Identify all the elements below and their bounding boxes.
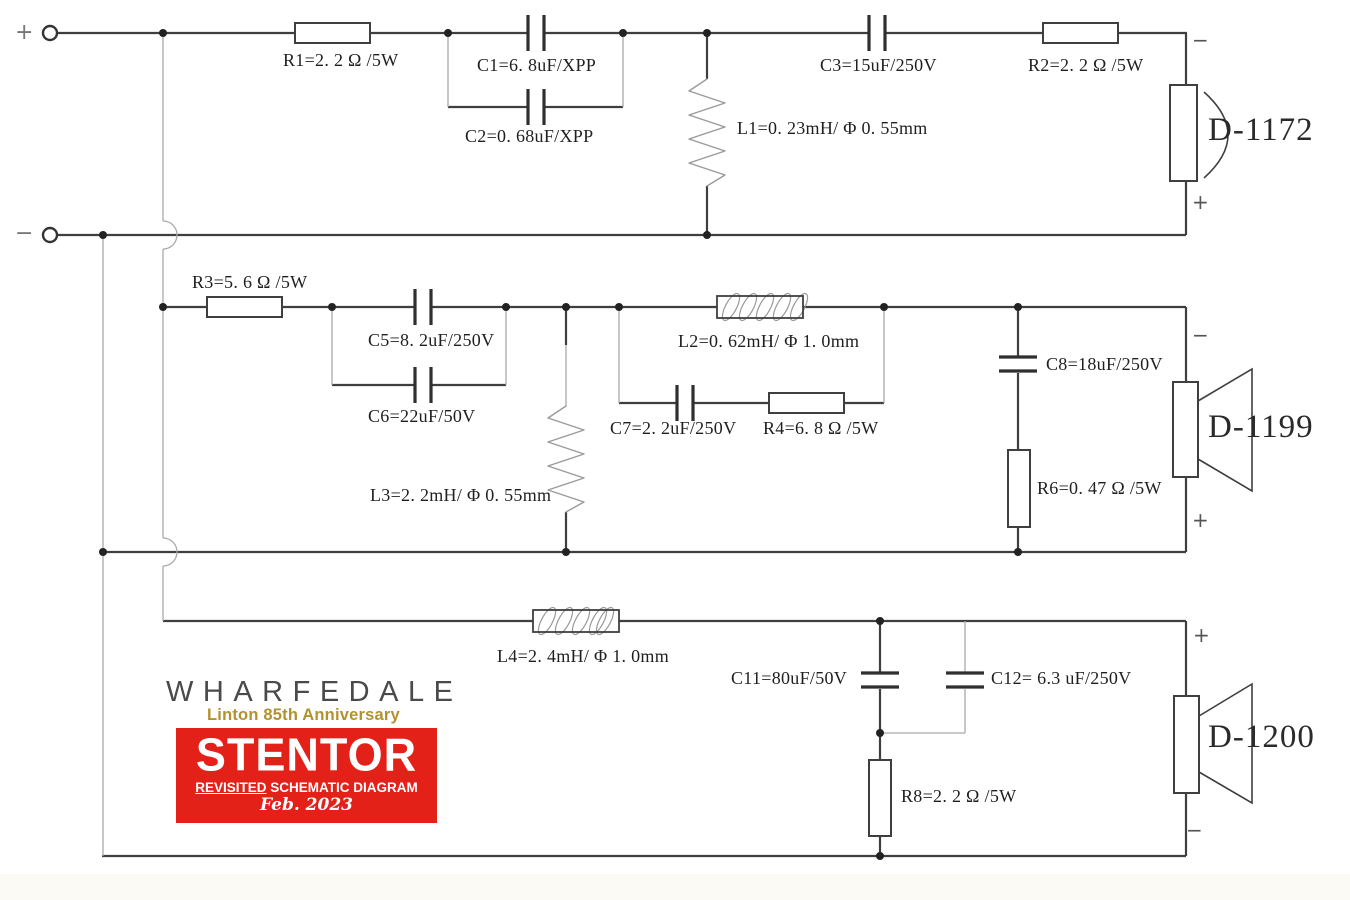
- label-R3: R3=5. 6 Ω /5W: [192, 272, 308, 292]
- label-L1: L1=0. 23mH/ Φ 0. 55mm: [737, 118, 928, 138]
- input-minus-mark: −: [15, 221, 34, 246]
- bottom-edge-artifact-strip: [0, 874, 1350, 900]
- capacitor-plates: [413, 15, 1037, 689]
- label-R2: R2=2. 2 Ω /5W: [1028, 55, 1144, 75]
- capacitor-C11: [861, 671, 899, 689]
- badge-title: STENTOR: [195, 728, 418, 781]
- tweeter-label: D-1172: [1208, 112, 1314, 148]
- input-plus-mark: +: [15, 20, 34, 45]
- input-negative-terminal: [41, 226, 59, 244]
- label-C12: C12= 6.3 uF/250V: [991, 668, 1132, 688]
- tweeter-D-1172-symbol: [1169, 84, 1229, 182]
- label-R6: R6=0. 47 Ω /5W: [1037, 478, 1162, 498]
- junction-dots: [99, 29, 1022, 860]
- capacitor-C7: [675, 385, 695, 421]
- label-C7: C7=2. 2uF/250V: [610, 418, 737, 438]
- midrange-label: D-1199: [1208, 409, 1314, 445]
- tweeter-minus-mark: −: [1192, 28, 1209, 52]
- resistor-R2-body: [1042, 22, 1119, 44]
- label-C5: C5=8. 2uF/250V: [368, 330, 495, 350]
- wire-hop-2: [162, 537, 178, 567]
- label-R1: R1=2. 2 Ω /5W: [283, 50, 399, 70]
- badge-subtitle-rest: SCHEMATIC DIAGRAM: [266, 780, 418, 795]
- inductor-L1-coil: [688, 78, 726, 187]
- inductor-L3-coil: [547, 405, 585, 513]
- stentor-badge: STENTOR REVISITED SCHEMATIC DIAGRAM Feb.…: [176, 728, 437, 823]
- capacitor-C2: [526, 89, 546, 125]
- midrange-cone: [1197, 367, 1253, 493]
- midrange-plus-mark: +: [1192, 508, 1209, 532]
- badge-subtitle-underlined: REVISITED: [195, 780, 267, 795]
- series-name: Linton 85th Anniversary: [207, 706, 400, 724]
- label-C6: C6=22uF/50V: [368, 406, 476, 426]
- tweeter-dome-arc: [1203, 91, 1229, 179]
- resistor-R3-body: [206, 296, 283, 318]
- inductor-L4: [532, 606, 620, 636]
- capacitor-C8: [999, 355, 1037, 373]
- main-wires: [57, 31, 1188, 858]
- resistor-R4-body: [768, 392, 845, 414]
- thin-link-wires: [102, 33, 966, 856]
- label-C3: C3=15uF/250V: [820, 55, 937, 75]
- capacitor-C6: [413, 367, 433, 403]
- label-C11: C11=80uF/50V: [731, 668, 848, 688]
- input-positive-terminal: [41, 24, 59, 42]
- label-R4: R4=6. 8 Ω /5W: [763, 418, 879, 438]
- resistor-R1-body: [294, 22, 371, 44]
- woofer-plus-mark: +: [1193, 623, 1210, 647]
- wire-hop-1: [162, 220, 178, 250]
- capacitor-C5: [413, 289, 433, 325]
- woofer-minus-mark: −: [1186, 818, 1203, 842]
- label-C8: C8=18uF/250V: [1046, 354, 1163, 374]
- inductor-L2: [716, 292, 809, 322]
- woofer-D-1200-symbol: [1173, 682, 1253, 805]
- resistor-R6-body: [1007, 449, 1031, 528]
- brand-wordmark: WHARFEDALE: [166, 676, 463, 708]
- badge-date: Feb. 2023: [260, 795, 353, 815]
- capacitor-C12: [946, 671, 984, 689]
- label-C2: C2=0. 68uF/XPP: [465, 126, 594, 146]
- label-L2: L2=0. 62mH/ Φ 1. 0mm: [678, 331, 860, 351]
- label-L3: L3=2. 2mH/ Φ 0. 55mm: [370, 485, 552, 505]
- tweeter-plus-mark: +: [1192, 190, 1209, 214]
- capacitor-C1: [526, 15, 546, 51]
- capacitor-C3: [867, 15, 887, 51]
- label-L4: L4=2. 4mH/ Φ 1. 0mm: [497, 646, 670, 666]
- label-C1: C1=6. 8uF/XPP: [477, 55, 597, 75]
- midrange-minus-mark: −: [1192, 323, 1209, 347]
- resistor-R8-body: [868, 759, 892, 837]
- label-R8: R8=2. 2 Ω /5W: [901, 786, 1017, 806]
- woofer-cone: [1198, 682, 1253, 805]
- midrange-D-1199-symbol: [1172, 367, 1253, 493]
- badge-subtitle: REVISITED SCHEMATIC DIAGRAM: [195, 780, 418, 795]
- woofer-label: D-1200: [1208, 719, 1315, 755]
